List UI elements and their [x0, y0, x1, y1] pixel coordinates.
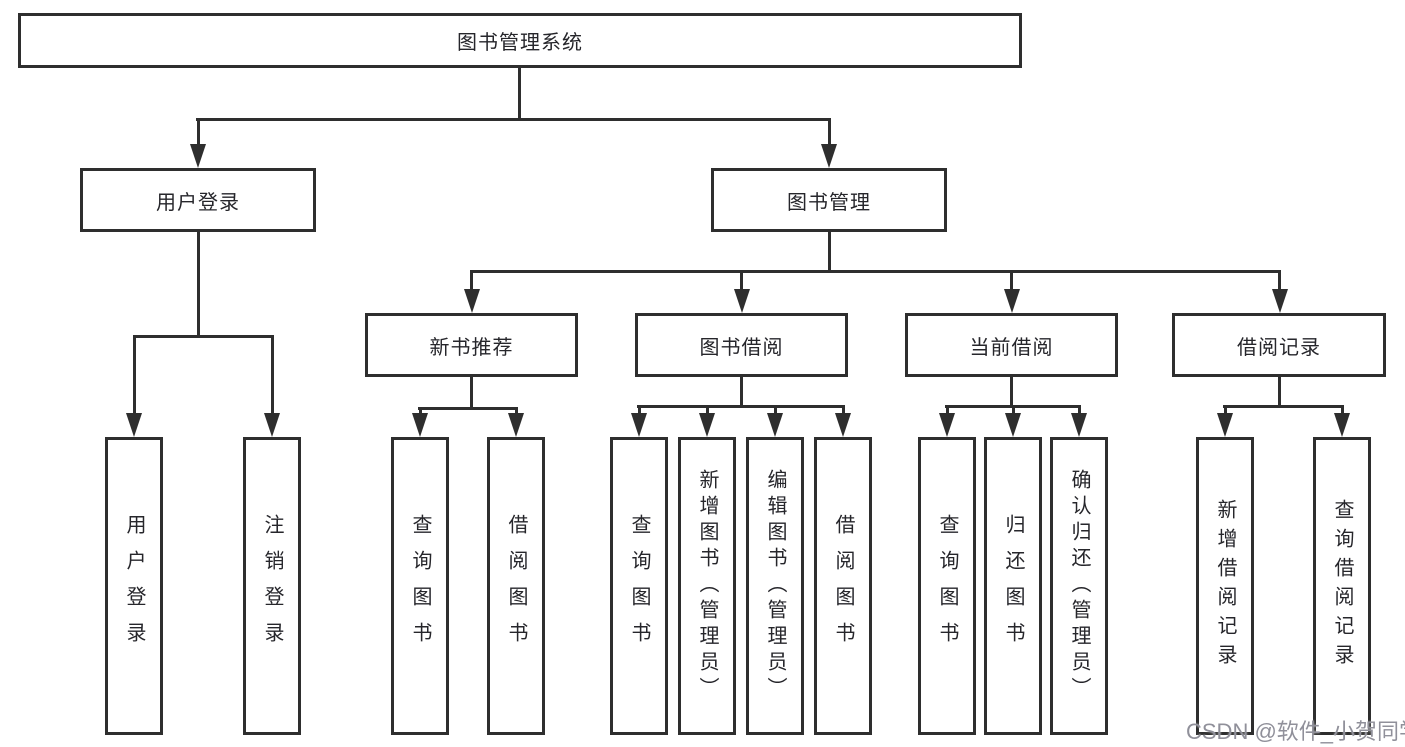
connector-line [1012, 405, 1015, 415]
leaf-recommend-borrow-books-label: 借阅图书 [505, 514, 527, 658]
connector-line [518, 68, 521, 118]
arrow-down-icon [464, 289, 480, 313]
arrow-down-icon [767, 413, 783, 437]
connector-line [133, 335, 274, 338]
leaf-user-login: 用户登录 [105, 437, 163, 735]
connector-line [638, 405, 641, 415]
leaf-query-borrow-record-label: 查询借阅记录 [1331, 499, 1353, 673]
arrow-down-icon [126, 413, 142, 437]
connector-line [470, 270, 1281, 273]
leaf-query-borrow-record: 查询借阅记录 [1313, 437, 1371, 735]
connector-line [197, 232, 200, 335]
leaf-return-books: 归还图书 [984, 437, 1042, 735]
connector-line [828, 118, 831, 146]
connector-line [419, 407, 422, 415]
leaf-borrow-books: 借阅图书 [814, 437, 872, 735]
connector-line [1010, 270, 1013, 292]
leaf-current-query-books: 查询图书 [918, 437, 976, 735]
leaf-add-borrow-record: 新增借阅记录 [1196, 437, 1254, 735]
leaf-logout: 注销登录 [243, 437, 301, 735]
connector-line [1341, 405, 1344, 415]
arrow-down-icon [190, 144, 206, 168]
leaf-logout-label: 注销登录 [261, 514, 283, 658]
connector-line [637, 405, 845, 408]
leaf-add-books-admin-label: 新增图书（管理员） [696, 469, 718, 703]
leaf-return-books-label: 归还图书 [1002, 514, 1024, 658]
connector-line [1224, 405, 1227, 415]
node-book-management: 图书管理 [711, 168, 947, 232]
connector-line [1278, 270, 1281, 292]
arrow-down-icon [939, 413, 955, 437]
connector-line [470, 270, 473, 292]
arrow-down-icon [412, 413, 428, 437]
connector-line [706, 405, 709, 415]
leaf-confirm-return-admin: 确认归还（管理员） [1050, 437, 1108, 735]
arrow-down-icon [1217, 413, 1233, 437]
leaf-recommend-query-books: 查询图书 [391, 437, 449, 735]
arrow-down-icon [264, 413, 280, 437]
arrow-down-icon [631, 413, 647, 437]
connector-line [842, 405, 845, 415]
connector-line [271, 335, 274, 415]
connector-line [133, 335, 136, 415]
connector-line [515, 407, 518, 415]
leaf-user-login-label: 用户登录 [123, 514, 145, 658]
leaf-add-books-admin: 新增图书（管理员） [678, 437, 736, 735]
csdn-watermark: CSDN @软件_小贺同学 [1186, 719, 1405, 744]
arrow-down-icon [1071, 413, 1087, 437]
connector-line [740, 270, 743, 292]
leaf-edit-books-admin-label: 编辑图书（管理员） [764, 469, 786, 703]
connector-line [197, 118, 200, 146]
arrow-down-icon [1334, 413, 1350, 437]
connector-line [1223, 405, 1343, 408]
node-new-book-recommend-label: 新书推荐 [429, 336, 514, 359]
node-book-borrow: 图书借阅 [635, 313, 848, 377]
connector-line [470, 377, 473, 407]
arrow-down-icon [699, 413, 715, 437]
leaf-confirm-return-admin-label: 确认归还（管理员） [1068, 469, 1090, 703]
node-user-login-label: 用户登录 [156, 191, 240, 214]
node-current-borrow: 当前借阅 [905, 313, 1118, 377]
leaf-borrow-query-books: 查询图书 [610, 437, 668, 735]
connector-line [740, 377, 743, 405]
node-current-borrow-label: 当前借阅 [969, 336, 1054, 359]
arrow-down-icon [1004, 289, 1020, 313]
leaf-edit-books-admin: 编辑图书（管理员） [746, 437, 804, 735]
connector-line [1010, 377, 1013, 405]
leaf-borrow-query-books-label: 查询图书 [628, 514, 650, 658]
arrow-down-icon [508, 413, 524, 437]
leaf-add-borrow-record-label: 新增借阅记录 [1214, 499, 1236, 673]
connector-line [196, 118, 830, 121]
leaf-recommend-query-books-label: 查询图书 [409, 514, 431, 658]
connector-line [774, 405, 777, 415]
leaf-borrow-books-label: 借阅图书 [832, 514, 854, 658]
node-root-label: 图书管理系统 [457, 32, 583, 54]
arrow-down-icon [1272, 289, 1288, 313]
arrow-down-icon [1005, 413, 1021, 437]
node-book-borrow-label: 图书借阅 [699, 336, 784, 359]
arrow-down-icon [835, 413, 851, 437]
leaf-recommend-borrow-books: 借阅图书 [487, 437, 545, 735]
connector-line [828, 232, 831, 270]
arrow-down-icon [734, 289, 750, 313]
arrow-down-icon [821, 144, 837, 168]
node-book-management-label: 图书管理 [787, 191, 871, 214]
node-root: 图书管理系统 [18, 13, 1022, 68]
node-new-book-recommend: 新书推荐 [365, 313, 578, 377]
node-user-login: 用户登录 [80, 168, 316, 232]
connector-line [1278, 377, 1281, 405]
node-borrow-records-label: 借阅记录 [1237, 336, 1321, 359]
connector-line [1078, 405, 1081, 415]
leaf-current-query-books-label: 查询图书 [936, 514, 958, 658]
connector-line [418, 407, 517, 410]
node-borrow-records: 借阅记录 [1172, 313, 1386, 377]
connector-line [946, 405, 949, 415]
